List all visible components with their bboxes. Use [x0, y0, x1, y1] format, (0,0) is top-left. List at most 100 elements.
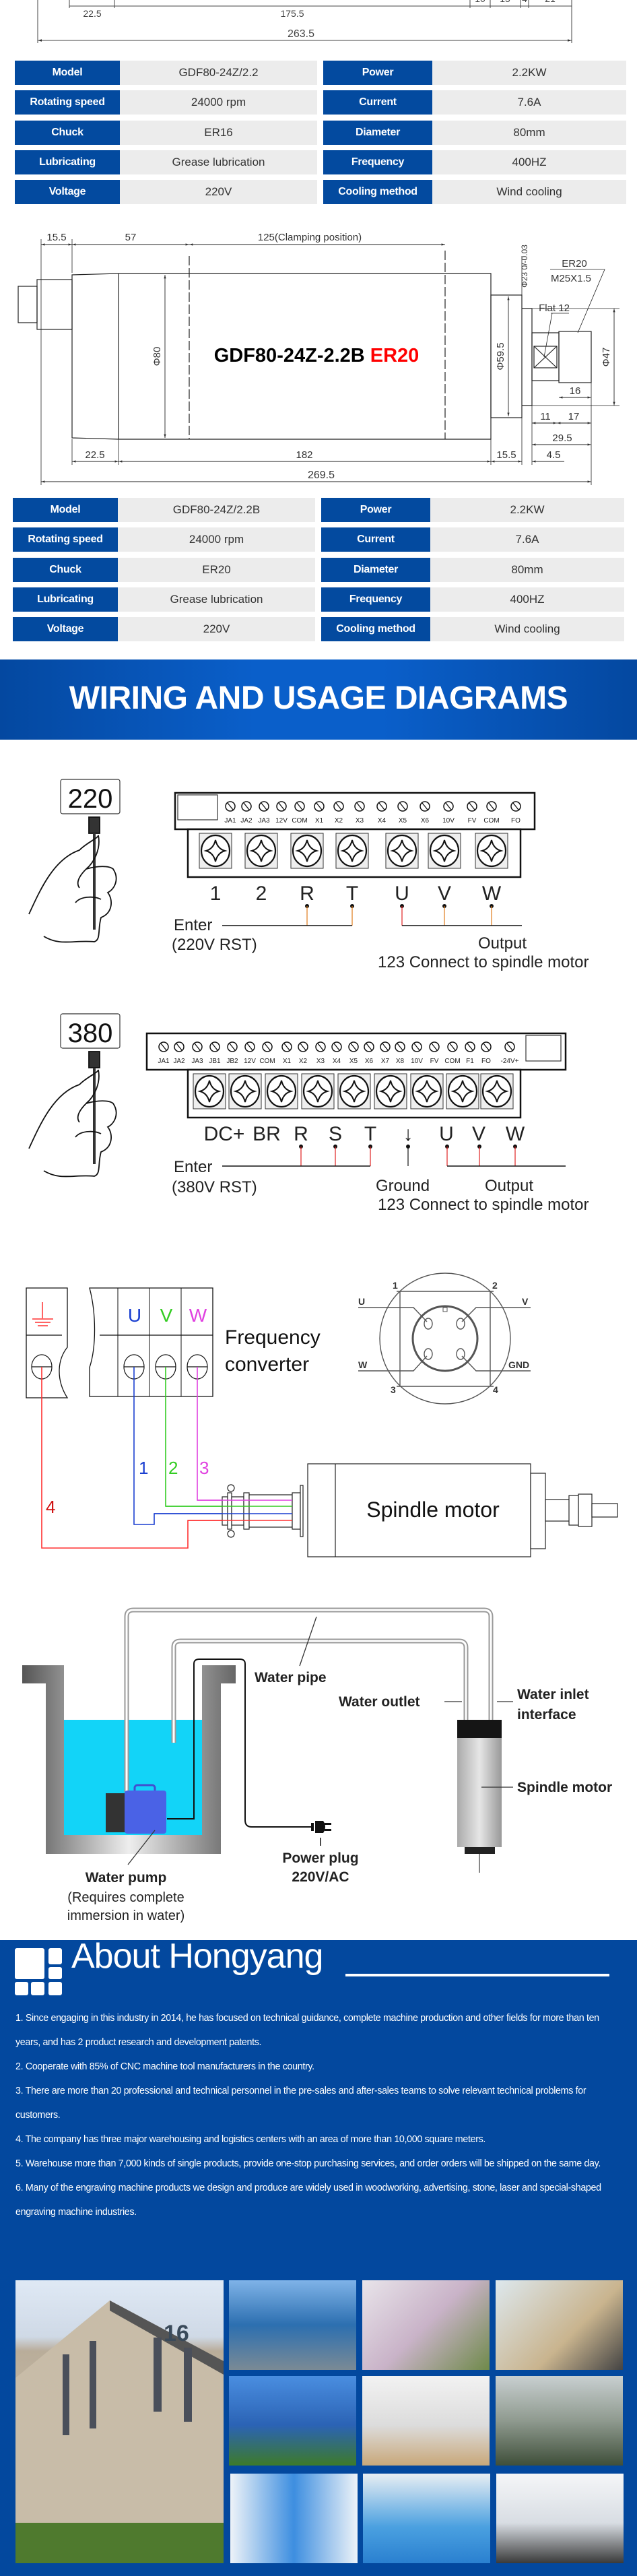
- control-terminal-label: FV: [468, 817, 477, 825]
- spindle-motor-label: Spindle motor: [517, 1780, 612, 1795]
- voltage-sign-text: 220: [68, 784, 113, 814]
- power-terminal-label: S: [329, 1123, 342, 1145]
- spec-label: Cooling method: [321, 617, 430, 641]
- control-terminal-label: 10V: [442, 817, 455, 825]
- spec-label: Rotating speed: [13, 527, 118, 552]
- water-inlet-label: interface: [517, 1707, 576, 1722]
- spec-value: 220V: [120, 180, 317, 204]
- control-terminal-label: JB2: [226, 1058, 238, 1065]
- photo-city-view: [496, 2376, 623, 2466]
- spec-value: 24000 rpm: [118, 527, 315, 552]
- control-terminal-label: JA2: [240, 817, 253, 825]
- power-terminal-label: W: [506, 1123, 525, 1145]
- pin-label: 2: [492, 1280, 498, 1291]
- control-terminal-label: 12V: [275, 817, 288, 825]
- water-pump-label: Water pump: [86, 1870, 167, 1886]
- diagram-layer: 22.5 175.5 10 15 4 21 263.5: [18, 0, 619, 1923]
- spec-label: Model: [15, 61, 120, 85]
- control-terminal-label: FV: [430, 1058, 439, 1065]
- water-pump-icon: [106, 1784, 166, 1834]
- dim-label: 15: [500, 0, 510, 4]
- dimension-drawing-2: [18, 239, 619, 485]
- wire-number: 4: [46, 1497, 55, 1517]
- spec-value: ER20: [118, 558, 315, 582]
- dim-label: Φ59.5: [495, 342, 506, 370]
- wire-number: 3: [199, 1458, 209, 1478]
- control-terminal-label: JB1: [209, 1058, 221, 1065]
- water-tank: [22, 1665, 236, 1854]
- table-row: Voltage 220V Cooling method Wind cooling: [15, 180, 626, 204]
- control-terminal-label: 10V: [411, 1058, 423, 1065]
- spec-value: 80mm: [432, 121, 626, 145]
- spec-value: 400HZ: [430, 587, 624, 612]
- enter-label: Enter: [174, 916, 212, 934]
- water-inlet-label: Water inlet: [517, 1687, 589, 1702]
- spec-label: Lubricating: [15, 150, 120, 174]
- control-terminal-label: COM: [444, 1058, 460, 1065]
- power-plug-label: 220V/AC: [292, 1869, 349, 1885]
- table-row: Rotating speed 24000 rpm Current 7.6A: [15, 90, 626, 115]
- dim-label: 17: [568, 411, 580, 422]
- about-section: About Hongyang 1. Since engaging in this…: [0, 1937, 637, 2576]
- company-logo-icon: [15, 1948, 62, 1995]
- table-row: Model GDF80-24Z/2.2 Power 2.2KW: [15, 61, 626, 85]
- chuck-name: ER20: [370, 345, 420, 366]
- spec-label: Power: [323, 61, 432, 85]
- about-title: About Hongyang: [71, 1937, 323, 1976]
- pump-note: immersion in water): [67, 1908, 185, 1923]
- dim-label: 15.5: [46, 232, 66, 243]
- collet-label: ER20: [562, 258, 587, 269]
- power-terminal-label: V: [438, 882, 451, 905]
- spec-value: 220V: [118, 617, 315, 641]
- control-terminal-label: -24V+: [501, 1058, 519, 1065]
- control-terminal-label: X4: [378, 817, 387, 825]
- dimension-drawing-1: [37, 0, 572, 43]
- voltage-sign-220: [60, 779, 121, 814]
- model-name: GDF80-24Z-2.2B: [214, 345, 365, 366]
- table-row: Voltage 220V Cooling method Wind cooling: [13, 617, 624, 641]
- spec-label: Frequency: [321, 587, 430, 612]
- building-illustration: 16: [15, 2300, 224, 2563]
- dim-label: 15.5: [496, 449, 516, 461]
- control-terminal-label: JA1: [158, 1058, 170, 1065]
- power-terminal-label: W: [482, 882, 502, 905]
- photo-office-desks: [496, 2280, 623, 2370]
- pin-label: 1: [393, 1280, 398, 1291]
- dim-label: Φ47: [601, 348, 612, 367]
- table-row: Lubricating Grease lubrication Frequency…: [15, 150, 626, 174]
- spec-value: 400HZ: [432, 150, 626, 174]
- control-terminal-label: X8: [396, 1058, 405, 1065]
- building-number: 16: [164, 2321, 189, 2346]
- control-terminal-label: COM: [292, 817, 307, 825]
- photo-warehouse: [230, 2474, 358, 2563]
- power-plug-icon: [311, 1821, 331, 1846]
- pin-label: 4: [493, 1384, 498, 1395]
- pin-label: W: [358, 1359, 368, 1370]
- overall-length-label: 269.5: [308, 470, 335, 481]
- dim-label: 22.5: [85, 449, 104, 461]
- pin-label: 3: [391, 1384, 396, 1395]
- hand-screwdriver-icon: [28, 1051, 117, 1178]
- water-outlet-label: Water outlet: [339, 1694, 420, 1710]
- thread-label: M25X1.5: [551, 273, 591, 284]
- pin-label: V: [522, 1296, 529, 1307]
- spec-value: 2.2KW: [430, 498, 624, 522]
- dim-label: 16: [570, 385, 581, 397]
- spec-value: ER16: [120, 121, 317, 145]
- dim-label: 182: [296, 449, 312, 461]
- control-terminal-label: X1: [315, 817, 324, 825]
- power-terminal-label: T: [346, 882, 358, 905]
- power-terminal-label: ↓: [403, 1123, 413, 1145]
- motor-wiring-diagram: U V W Frequency converter 1 2 3 4: [26, 1273, 618, 1557]
- voltage-sign-380: [60, 1013, 121, 1049]
- phase-w-label: W: [189, 1305, 207, 1326]
- power-terminal-label: 2: [256, 882, 267, 905]
- dim-label: 11: [540, 411, 551, 422]
- control-terminal-label: X3: [356, 817, 364, 825]
- control-terminal-label: JA3: [191, 1058, 203, 1065]
